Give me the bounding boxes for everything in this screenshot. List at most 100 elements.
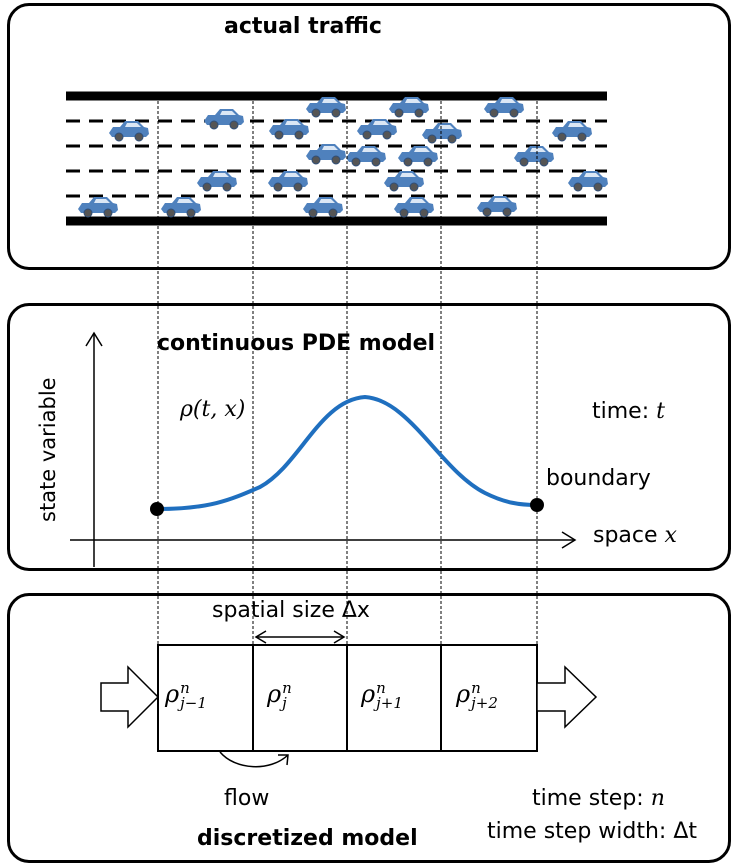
car-window bbox=[125, 123, 141, 127]
cell-density-symbol: ρ bbox=[267, 680, 282, 708]
x-axis-label-text: space bbox=[593, 523, 658, 548]
car-wheel bbox=[103, 208, 113, 218]
spatial-size-arrowhead-left bbox=[254, 630, 267, 644]
time-symbol: t bbox=[656, 399, 665, 424]
car-window bbox=[284, 173, 300, 177]
flow-arrow bbox=[219, 751, 289, 768]
car-icon bbox=[514, 146, 554, 167]
density-curve bbox=[156, 394, 538, 511]
cell-density-symbol: ρ bbox=[361, 680, 376, 708]
car-icon bbox=[78, 197, 118, 218]
car-wheel bbox=[447, 134, 457, 144]
cell-density-symbol: ρ bbox=[165, 680, 180, 708]
boundary-label: boundary bbox=[546, 466, 651, 491]
car-icon bbox=[306, 97, 346, 118]
discretized-title: discretized model bbox=[197, 826, 418, 851]
vehicles bbox=[78, 97, 608, 218]
car-wheel bbox=[331, 108, 341, 118]
car-wheel bbox=[371, 157, 381, 167]
car-window bbox=[493, 198, 509, 202]
pde-title: continuous PDE model bbox=[157, 331, 436, 356]
car-icon bbox=[109, 121, 149, 142]
car-wheel bbox=[274, 130, 284, 140]
car-wheel bbox=[539, 157, 549, 167]
cell-boundary-guides bbox=[157, 96, 538, 645]
cell-space-index: j−1 bbox=[180, 693, 207, 712]
spatial-size-label: spatial size Δx bbox=[212, 598, 370, 623]
car-wheel bbox=[331, 155, 341, 165]
car-icon bbox=[306, 144, 346, 165]
car-wheel bbox=[311, 108, 321, 118]
car-icon bbox=[484, 97, 524, 118]
boundary-point-right bbox=[530, 498, 544, 512]
car-icon bbox=[161, 197, 201, 218]
car-wheel bbox=[509, 108, 519, 118]
car-icon bbox=[568, 171, 608, 192]
car-window bbox=[584, 173, 600, 177]
cell bbox=[346, 644, 442, 752]
x-axis-symbol: x bbox=[664, 523, 677, 548]
flow-arrow-head bbox=[278, 754, 289, 766]
car-wheel bbox=[311, 155, 321, 165]
car-window bbox=[438, 125, 454, 129]
car-wheel bbox=[403, 157, 413, 167]
car-window bbox=[400, 173, 416, 177]
flow-label: flow bbox=[224, 786, 270, 811]
car-wheel bbox=[389, 182, 399, 192]
car-wheel bbox=[409, 182, 419, 192]
car-icon bbox=[303, 197, 343, 218]
cell-time-index: n bbox=[376, 678, 386, 697]
time-step-label-text: time step: bbox=[532, 786, 644, 811]
y-axis-arrowhead bbox=[85, 331, 103, 347]
time-step-symbol: n bbox=[650, 786, 665, 811]
car-window bbox=[220, 111, 236, 115]
car-window bbox=[177, 199, 193, 203]
x-axis-arrowhead bbox=[561, 531, 577, 549]
car-wheel bbox=[222, 182, 232, 192]
cell bbox=[252, 644, 348, 752]
car-icon bbox=[398, 146, 438, 167]
car-wheel bbox=[83, 208, 93, 218]
pde-axes bbox=[70, 331, 577, 567]
time-label: time: t bbox=[592, 399, 665, 424]
spatial-size-arrow bbox=[254, 630, 346, 644]
car-wheel bbox=[502, 207, 512, 217]
car-wheel bbox=[419, 208, 429, 218]
car-icon bbox=[552, 121, 592, 142]
car-wheel bbox=[294, 130, 304, 140]
car-icon bbox=[346, 146, 386, 167]
cell-space-index: j+2 bbox=[471, 693, 498, 712]
car-icon bbox=[268, 171, 308, 192]
cell-density-symbol: ρ bbox=[456, 680, 471, 708]
car-wheel bbox=[382, 130, 392, 140]
car-window bbox=[319, 199, 335, 203]
car-icon bbox=[384, 171, 424, 192]
y-axis-label: state variable bbox=[36, 377, 60, 522]
car-window bbox=[285, 121, 301, 125]
cell bbox=[440, 644, 538, 752]
car-wheel bbox=[293, 182, 303, 192]
car-wheel bbox=[229, 120, 239, 130]
car-wheel bbox=[519, 157, 529, 167]
car-window bbox=[373, 121, 389, 125]
spatial-size-arrowhead-right bbox=[333, 630, 346, 644]
car-wheel bbox=[482, 207, 492, 217]
car-window bbox=[213, 173, 229, 177]
car-window bbox=[322, 99, 338, 103]
car-icon bbox=[197, 171, 237, 192]
car-window bbox=[568, 123, 584, 127]
car-window bbox=[405, 99, 421, 103]
car-window bbox=[530, 148, 546, 152]
car-window bbox=[322, 146, 338, 150]
density-label: ρ(t, x) bbox=[180, 397, 246, 422]
car-wheel bbox=[308, 208, 318, 218]
car-wheel bbox=[427, 134, 437, 144]
time-label-text: time: bbox=[592, 399, 650, 424]
car-wheel bbox=[202, 182, 212, 192]
x-axis-label: space x bbox=[593, 523, 677, 548]
car-window bbox=[500, 99, 516, 103]
